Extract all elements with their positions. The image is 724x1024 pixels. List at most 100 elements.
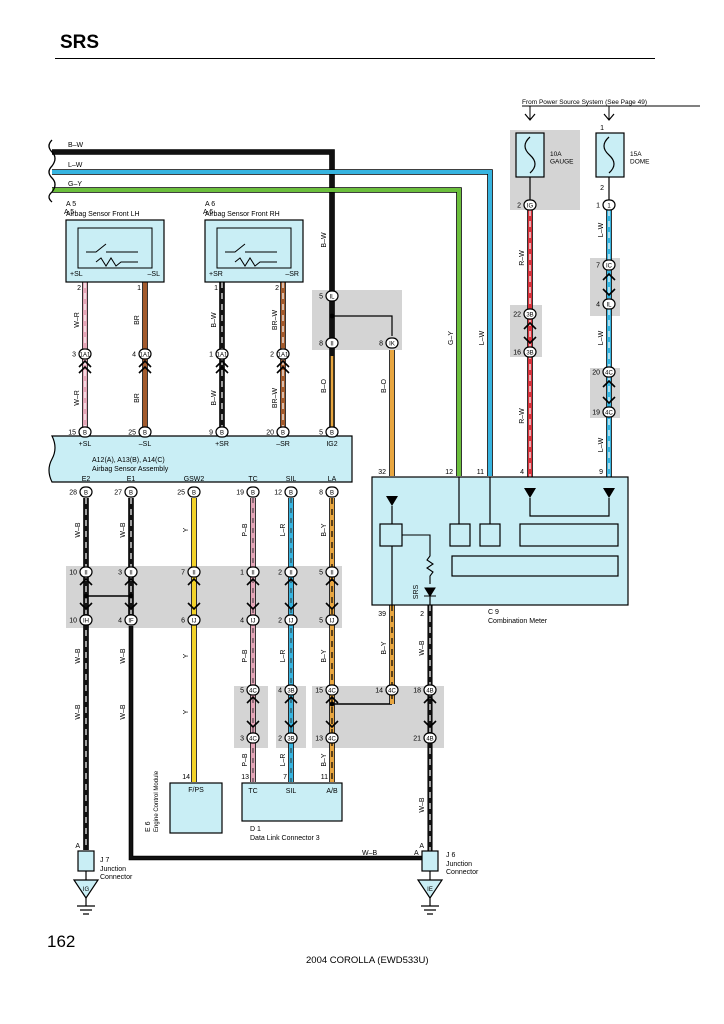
label: 1 <box>214 285 218 292</box>
ecu-bottom-connector <box>79 486 93 498</box>
meter-srs-wiring <box>391 546 431 605</box>
connector-code: 4C <box>328 737 336 743</box>
label: 11 <box>477 469 484 476</box>
connector-1a1 <box>78 348 92 360</box>
connector-code: IK <box>389 342 395 348</box>
connector-chevron <box>246 577 260 586</box>
connector-lower-bot <box>124 614 138 626</box>
pin-number: 25 <box>177 490 185 497</box>
connector-chevron <box>284 602 298 611</box>
label: BR <box>134 393 141 403</box>
connector-code: II <box>330 571 334 577</box>
pin-number: 27 <box>114 490 122 497</box>
label: A12(A), A13(B), A14(C) <box>92 457 165 464</box>
label: J 6 <box>446 852 455 859</box>
label: IG2 <box>326 441 337 448</box>
meter-block-c <box>519 523 619 547</box>
pin-number: 10 <box>69 618 77 625</box>
pin-number: 4 <box>596 302 600 309</box>
connector-code: IJ <box>251 619 256 625</box>
connector-code: B <box>192 491 196 497</box>
label: +SL <box>79 441 92 448</box>
pin-number: 15 <box>68 430 76 437</box>
connector-chevron <box>325 577 339 586</box>
connector-chevron <box>523 321 537 330</box>
wire-bw-harness <box>52 150 334 290</box>
label: A 6 <box>205 201 215 208</box>
page-number: 162 <box>47 932 76 951</box>
connector-chevron <box>284 720 298 729</box>
splice-dot <box>329 701 335 707</box>
label: L–R <box>280 650 287 663</box>
pin-number: 1 <box>596 203 600 210</box>
junction-connector-j6 <box>421 850 439 872</box>
pin-number: 8 <box>379 341 383 348</box>
label: Airbag Sensor Front LH <box>66 211 140 218</box>
label: B–W <box>211 390 218 406</box>
ground-ie-ground-icon <box>416 879 444 900</box>
connector-il <box>325 290 339 302</box>
connector-chevron <box>284 695 298 704</box>
pin-number: 2 <box>278 618 282 625</box>
connector-ii-lower <box>187 566 201 578</box>
label: IE <box>427 887 433 893</box>
pin-number: 8 <box>319 341 323 348</box>
meter-block-a <box>449 523 471 547</box>
ecu-bottom-connector <box>124 486 138 498</box>
connector-ig-fuse <box>523 199 537 211</box>
pin-number: 18 <box>413 688 421 695</box>
label: GSW2 <box>184 476 205 483</box>
connector-chevron <box>602 288 616 297</box>
label: 9 <box>599 469 603 476</box>
connector-ii-lower <box>124 566 138 578</box>
connector-lower-bot <box>79 614 93 626</box>
connector-lower-junction-bot <box>246 732 260 744</box>
connector-code: IL <box>329 295 335 301</box>
connectors <box>78 199 616 744</box>
label: TC <box>248 788 257 795</box>
connector-lower-bot <box>284 614 298 626</box>
label: BR <box>134 315 141 325</box>
dome-fuse-box <box>595 132 625 178</box>
connector-chevron <box>423 720 437 729</box>
pin-number: 4 <box>132 352 136 359</box>
connector-lower-junction-bot <box>284 732 298 744</box>
connector-code: IJ <box>192 619 197 625</box>
connector-code: B <box>281 431 285 437</box>
harness-break-mark <box>48 139 56 203</box>
connector-lower-junction-bot <box>423 732 437 744</box>
connector-code: II <box>129 571 133 577</box>
pin-number: 7 <box>181 570 185 577</box>
connector-code: 1A1 <box>278 353 289 359</box>
connector-chevron <box>246 602 260 611</box>
fuse-leads <box>529 177 610 200</box>
connector-code: IG <box>527 204 534 210</box>
connector-code: 3B <box>526 313 533 319</box>
label: LA <box>328 476 337 483</box>
pin-number: 8 <box>319 490 323 497</box>
wire-wb-j6 <box>129 626 428 860</box>
connector-code: IJ <box>289 619 294 625</box>
label: L–R <box>280 754 287 767</box>
connector-lower-junction-top <box>423 684 437 696</box>
connector-code: 4C <box>605 411 613 417</box>
connector-lower-junction-top <box>325 684 339 696</box>
pin-number: 4 <box>278 688 282 695</box>
connector-code: B <box>220 431 224 437</box>
connector-lower-junction-top <box>385 684 399 696</box>
pin-number: 3 <box>118 570 122 577</box>
label: B–Y <box>381 641 388 655</box>
connector-lower-bot <box>187 614 201 626</box>
connector-code: 4C <box>249 737 257 743</box>
label: G–Y <box>68 181 82 188</box>
meter-diode-icon <box>524 488 536 498</box>
label: A 5 <box>66 201 76 208</box>
connector-chevron <box>78 365 92 374</box>
pin-number: 5 <box>319 294 323 301</box>
label: F/PS <box>188 787 204 794</box>
connector-code: II <box>192 571 196 577</box>
connector-code: 4C <box>388 689 396 695</box>
connector-3b-16 <box>523 346 537 358</box>
label: 2 <box>77 285 81 292</box>
